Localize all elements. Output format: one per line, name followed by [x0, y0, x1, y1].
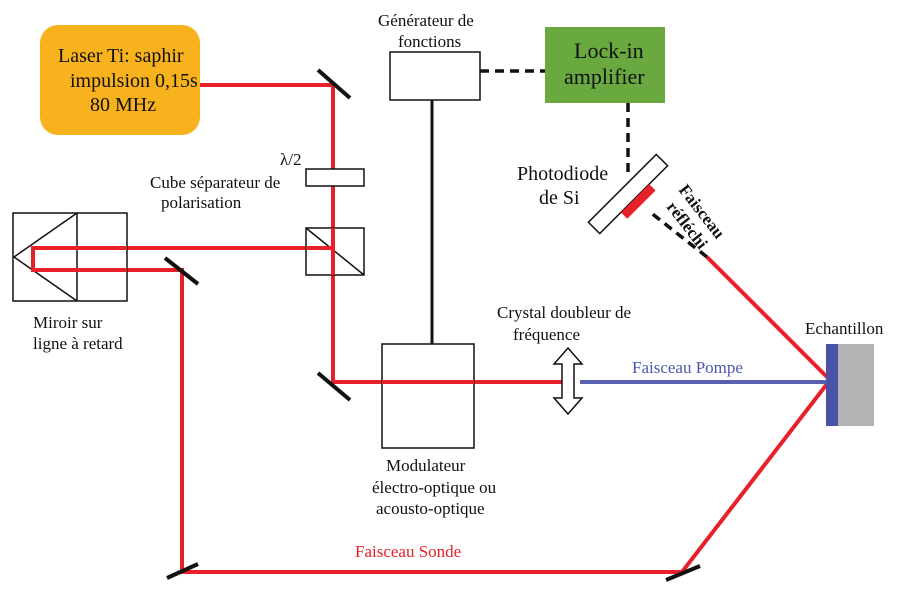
- reflected-beam-solid: [705, 255, 832, 382]
- modulator-label-line3: acousto-optique: [376, 499, 485, 518]
- delay-mirror-label-line1: Miroir sur: [33, 313, 103, 332]
- modulator-box: [381, 343, 475, 449]
- reflected-beam-dashed: [648, 210, 709, 259]
- delay-line-frame: [12, 212, 128, 302]
- mirror-lower-left: [166, 562, 199, 580]
- delay-mirror-label-line2: ligne à retard: [33, 334, 123, 353]
- probe-beam-label: Faisceau Sonde: [355, 542, 461, 561]
- mirror-delay: [163, 256, 200, 286]
- mirror-lower-right: [665, 564, 701, 582]
- pump-beam-label: Faisceau Pompe: [632, 358, 743, 377]
- modulator-label-line1: Modulateur: [386, 456, 466, 475]
- function-generator-box: [389, 51, 481, 101]
- lockin-label-line1: Lock-in: [574, 38, 644, 63]
- crystal-label-line2: fréquence: [513, 325, 580, 344]
- generator-label-line2: fonctions: [398, 32, 461, 51]
- laser-source: [40, 25, 200, 135]
- photodiode-sensor: [620, 184, 656, 219]
- laser-label-line1: Laser Ti: saphir: [58, 45, 184, 67]
- retroreflector-prism: [12, 212, 78, 302]
- crystal-label-line1: Crystal doubleur de: [497, 303, 631, 322]
- sample-body: [838, 344, 874, 426]
- mirror-top: [316, 68, 352, 100]
- laser-label-line3: 80 MHz: [90, 94, 156, 116]
- lockin-amplifier: [545, 27, 665, 103]
- sample-surface: [826, 344, 838, 426]
- modulator-label-line2: électro-optique ou: [372, 478, 497, 497]
- halfwave-label: λ/2: [280, 150, 301, 169]
- photodiode-label-line2: de Si: [539, 187, 580, 209]
- mirror-bottom-left: [316, 371, 352, 402]
- generator-label-line1: Générateur de: [378, 11, 474, 30]
- sample-label: Echantillon: [805, 319, 884, 338]
- photodiode-label-line1: Photodiode: [517, 163, 608, 185]
- halfwave-plate: [305, 168, 365, 187]
- cube-label-line2: polarisation: [161, 193, 242, 212]
- reflected-beam-label: Faisceau réfléchi: [663, 181, 729, 253]
- photodiode: [587, 153, 669, 235]
- lockin-label-line2: amplifier: [564, 64, 645, 89]
- cube-label-line1: Cube séparateur de: [150, 173, 280, 192]
- laser-label-line2: impulsion 0,15s: [70, 70, 198, 92]
- doubling-crystal: [552, 346, 584, 416]
- delay-loop-beam: [31, 246, 127, 272]
